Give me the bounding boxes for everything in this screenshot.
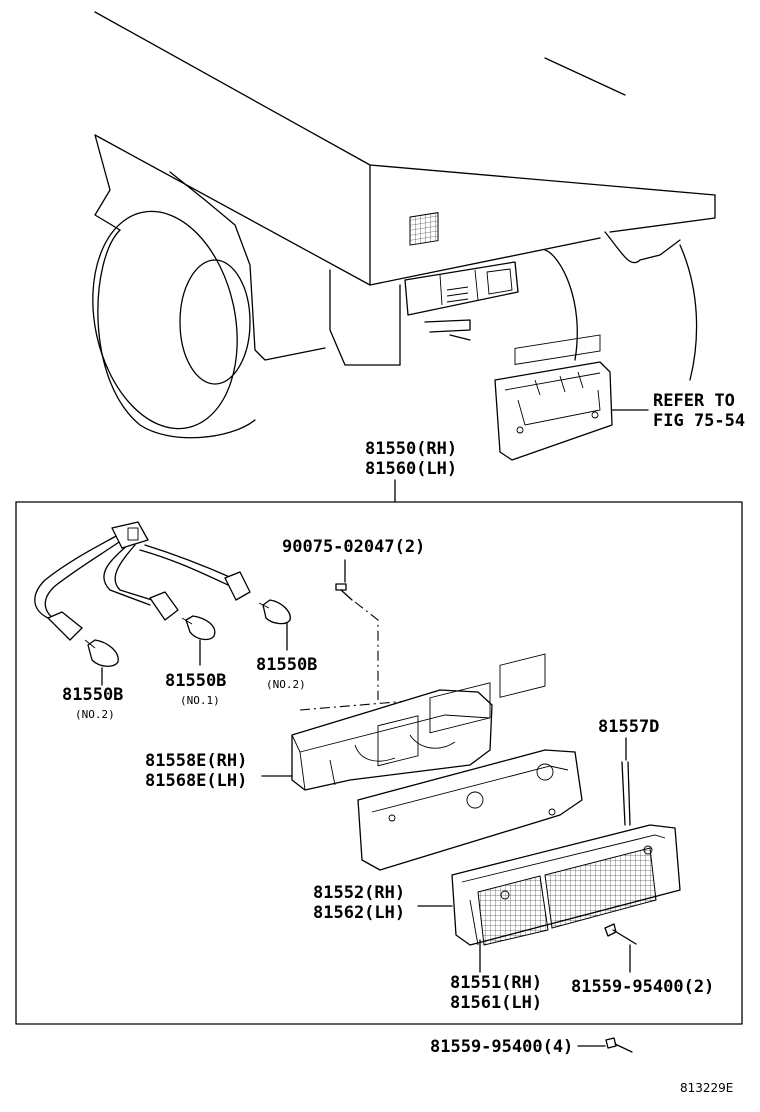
screw-icon bbox=[335, 583, 353, 601]
screw-icon bbox=[605, 1037, 633, 1053]
refer-fig-label: FIG 75-54 bbox=[653, 411, 745, 431]
screw-bottom-label: 81559-95400(4) bbox=[430, 1037, 573, 1057]
assembly-lh-label: 81560(LH) bbox=[365, 459, 457, 479]
exploded-view-frame bbox=[15, 501, 743, 1025]
bulb-b-note: (NO.1) bbox=[180, 694, 220, 707]
housing-rh-label: 81552(RH) bbox=[313, 883, 405, 903]
bulb-a-note: (NO.2) bbox=[75, 708, 115, 721]
bulb-c-label: 81550B bbox=[256, 655, 317, 675]
housing-lh-label: 81562(LH) bbox=[313, 903, 405, 923]
bulb-icon bbox=[84, 639, 119, 667]
lamp-housing-part bbox=[357, 653, 583, 871]
bulb-a-label: 81550B bbox=[62, 685, 123, 705]
bulb-icon bbox=[181, 615, 216, 641]
bulb-b-label: 81550B bbox=[165, 671, 226, 691]
screw-icon bbox=[604, 923, 637, 945]
lens-lh-label: 81561(LH) bbox=[450, 993, 542, 1013]
screw-lens-label: 81559-95400(2) bbox=[571, 977, 714, 997]
gasket-rh-label: 81558E(RH) bbox=[145, 751, 247, 771]
gasket-lh-label: 81568E(LH) bbox=[145, 771, 247, 791]
socket-and-wire-harness bbox=[34, 521, 251, 641]
figure-id: 813229E bbox=[680, 1081, 733, 1095]
license-plate-bracket bbox=[494, 334, 613, 461]
bulb-icon bbox=[258, 599, 291, 625]
packing-label: 81557D bbox=[598, 717, 659, 737]
lamp-lens-part bbox=[451, 824, 681, 946]
lens-rh-label: 81551(RH) bbox=[450, 973, 542, 993]
vehicle-rear-illustration bbox=[92, 11, 716, 439]
assembly-rh-label: 81550(RH) bbox=[365, 439, 457, 459]
refer-to-label: REFER TO bbox=[653, 391, 735, 411]
bulb-c-note: (NO.2) bbox=[266, 678, 306, 691]
screw-top-label: 90075-02047(2) bbox=[282, 537, 425, 557]
